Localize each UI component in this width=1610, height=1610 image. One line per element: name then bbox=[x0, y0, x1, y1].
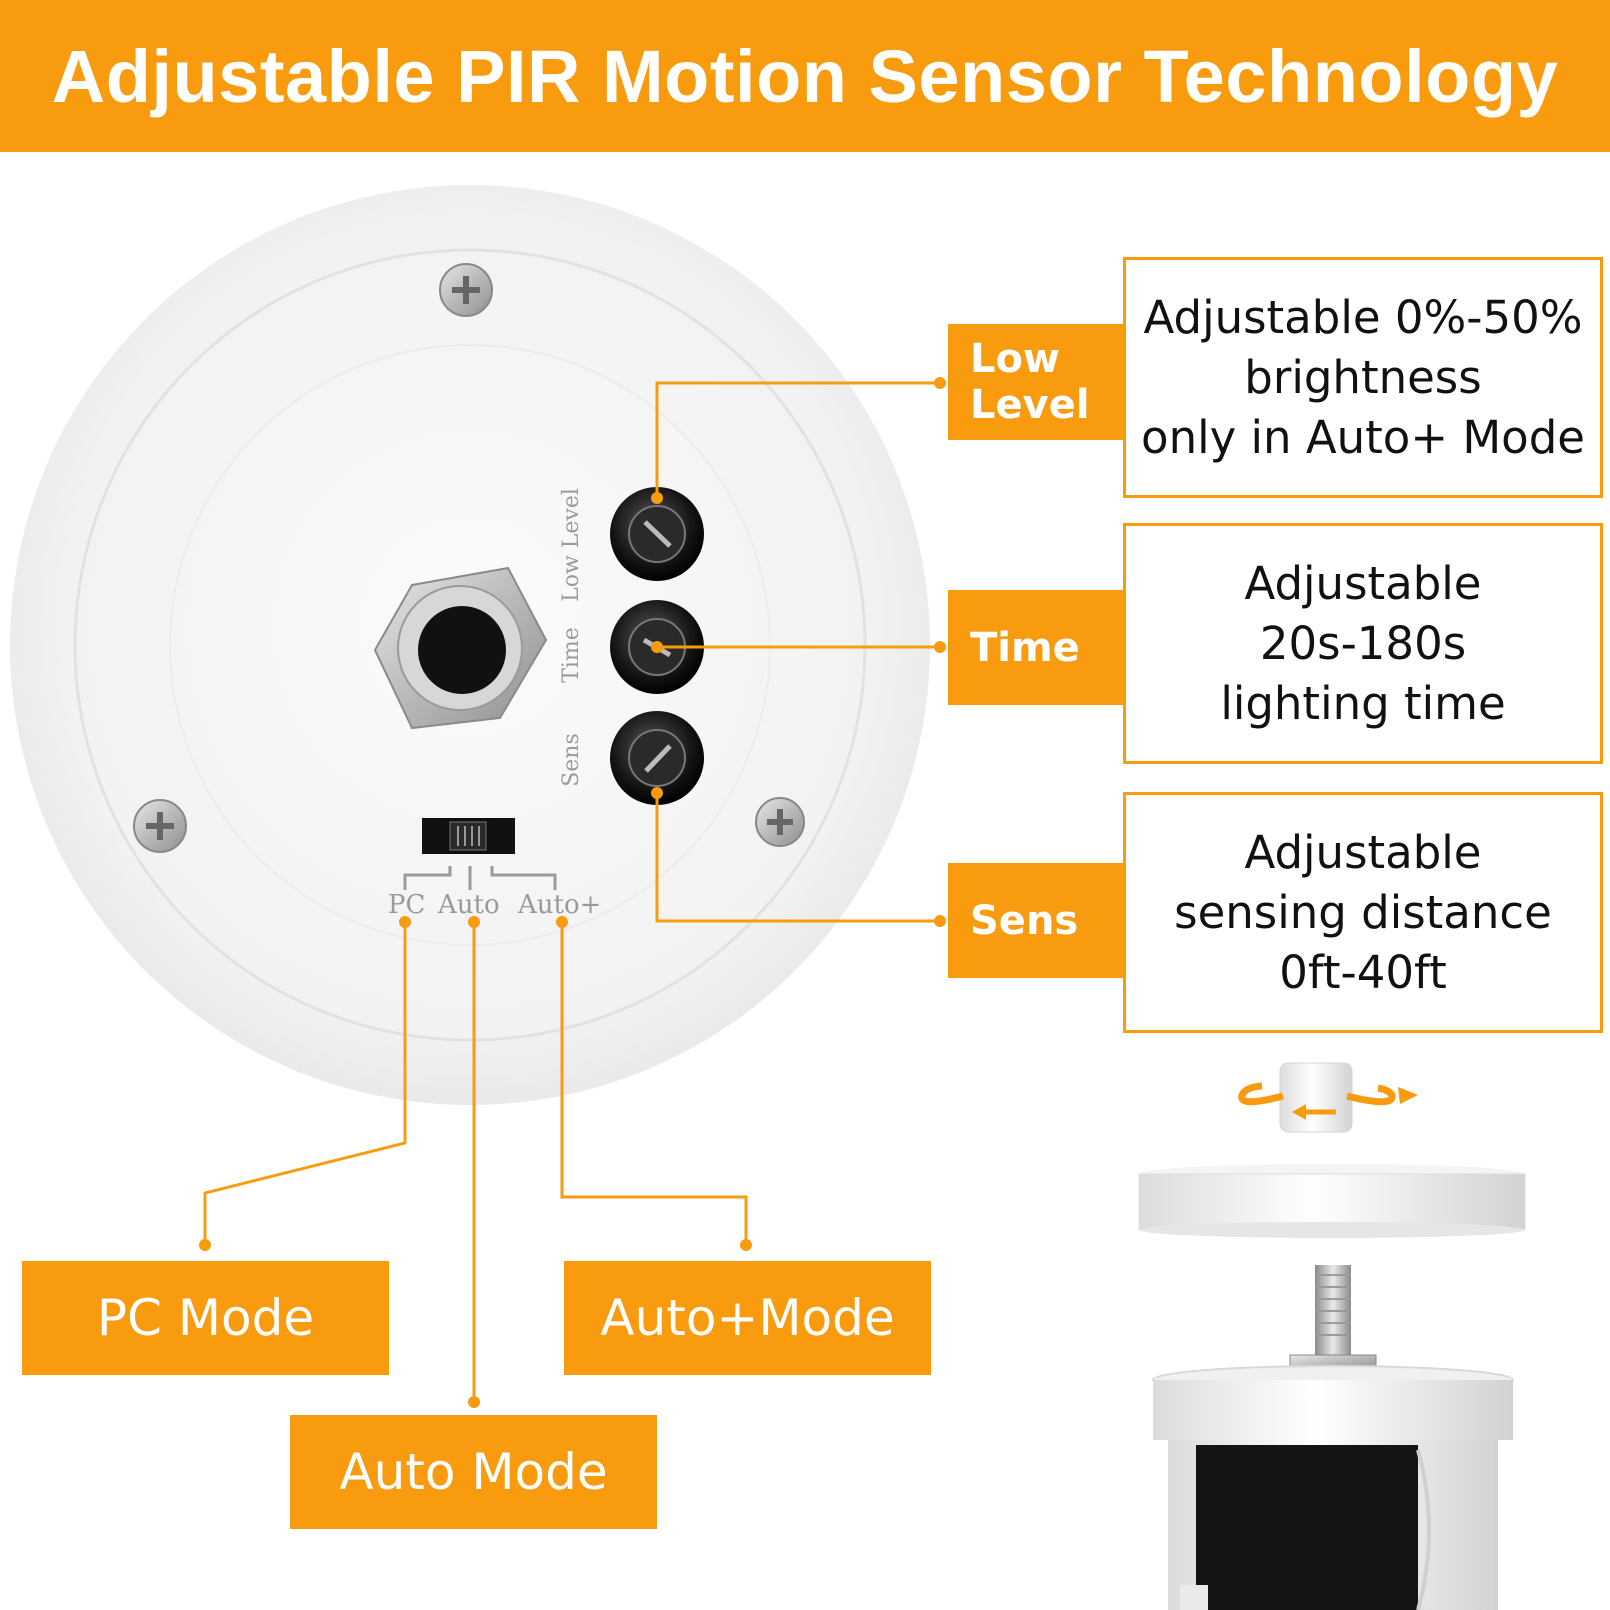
tag-low-level-line1: Low bbox=[970, 336, 1060, 382]
desc-low-level-line: only in Auto+ Mode bbox=[1141, 410, 1585, 464]
leader-dots bbox=[651, 377, 946, 927]
desc-time: Adjustable 20s-180s lighting time bbox=[1123, 523, 1603, 764]
tag-low-level: Low Level bbox=[948, 324, 1125, 440]
mode-pc: PC Mode bbox=[22, 1261, 389, 1375]
tag-sens-label: Sens bbox=[970, 897, 1079, 944]
desc-time-line: 20s-180s bbox=[1259, 616, 1467, 670]
screw-icon bbox=[133, 799, 187, 853]
mode-switch[interactable]: PC Auto Auto+ bbox=[388, 818, 601, 920]
desc-low-level-line: Adjustable 0%-50% bbox=[1143, 290, 1583, 344]
mode-auto-plus-label: Auto+Mode bbox=[600, 1289, 895, 1347]
low-level-knob[interactable] bbox=[610, 487, 704, 581]
tag-low-level-line2: Level bbox=[970, 382, 1090, 428]
rotate-arrow-icon bbox=[1238, 1082, 1418, 1120]
mode-auto-plus: Auto+Mode bbox=[564, 1261, 931, 1375]
desc-low-level: Adjustable 0%-50% brightness only in Aut… bbox=[1123, 257, 1603, 498]
switch-label-pc: PC bbox=[388, 890, 425, 920]
header-banner: Adjustable PIR Motion Sensor Technology bbox=[0, 0, 1610, 152]
page-title: Adjustable PIR Motion Sensor Technology bbox=[51, 34, 1559, 118]
tag-time: Time bbox=[948, 590, 1125, 705]
screw-icon bbox=[755, 797, 805, 847]
marking-low-level: Low Level bbox=[559, 488, 584, 602]
desc-low-level-line: brightness bbox=[1244, 350, 1482, 404]
mode-leader-lines bbox=[203, 922, 748, 1402]
desc-sens-line: Adjustable bbox=[1244, 825, 1482, 879]
desc-time-line: lighting time bbox=[1220, 676, 1506, 730]
marking-sens: Sens bbox=[559, 733, 584, 787]
marking-time: Time bbox=[559, 627, 584, 683]
screw-icon bbox=[439, 263, 493, 317]
knob-leader-lines bbox=[655, 381, 940, 923]
mode-pc-label: PC Mode bbox=[96, 1289, 315, 1347]
mode-auto-label: Auto Mode bbox=[339, 1443, 608, 1501]
cable-gland bbox=[373, 566, 548, 730]
tag-sens: Sens bbox=[948, 863, 1125, 978]
mount-assembly bbox=[1138, 1062, 1526, 1610]
tag-time-label: Time bbox=[970, 624, 1080, 671]
switch-label-auto-plus: Auto+ bbox=[517, 890, 601, 920]
knob-markings: Low Level Time Sens bbox=[559, 488, 584, 787]
switch-label-auto: Auto bbox=[437, 890, 500, 920]
desc-time-line: Adjustable bbox=[1244, 556, 1482, 610]
desc-sens-line: 0ft-40ft bbox=[1279, 945, 1447, 999]
desc-sens: Adjustable sensing distance 0ft-40ft bbox=[1123, 792, 1603, 1033]
mode-auto: Auto Mode bbox=[290, 1415, 657, 1529]
sens-knob[interactable] bbox=[610, 711, 704, 805]
desc-sens-line: sensing distance bbox=[1174, 885, 1552, 939]
